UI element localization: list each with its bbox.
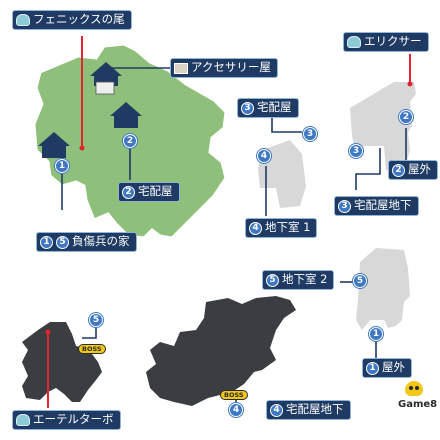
- treasure-dot-elixir: [407, 81, 413, 87]
- marker-5-town: 5: [89, 313, 103, 327]
- label-outside-2: 2 屋外: [388, 160, 438, 180]
- marker-4-shop: 4: [257, 149, 271, 163]
- game8-logo: Game8: [398, 399, 438, 410]
- dungeon-left: [22, 322, 102, 402]
- marker-4-dungeon: 4: [229, 403, 243, 417]
- treasure-dot-phoenix: [79, 145, 85, 151]
- marker-1-town: 1: [55, 159, 69, 173]
- house-delivery-shop: [110, 102, 142, 128]
- house-accessory-shop: [90, 62, 122, 95]
- item-bag-icon: [347, 36, 361, 48]
- boss-marker-left: BOSS: [78, 344, 106, 354]
- boss-marker-middle: BOSS: [220, 390, 248, 400]
- label-elixir: エリクサー: [343, 32, 429, 52]
- label-ether-turbo: エーテルターボ: [12, 410, 121, 430]
- shop-sign-icon: [174, 62, 188, 74]
- label-phoenix-tail: フェニックスの尾: [12, 10, 132, 30]
- marker-1-basement-room: 1: [369, 327, 383, 341]
- marker-3-elixir-room: 3: [349, 144, 363, 158]
- elixir-room: [350, 82, 416, 172]
- item-bag-icon: [16, 414, 30, 426]
- label-basement-2: 5 地下室 2: [262, 270, 335, 290]
- label-delivery-shop-top: 3 宅配屋: [237, 98, 299, 118]
- game8-logo-icon: [405, 381, 423, 396]
- label-delivery-basement-4: 4 宅配屋地下: [266, 400, 351, 420]
- marker-2-elixir-room: 2: [399, 110, 413, 124]
- label-delivery-basement-3: 3 宅配屋地下: [334, 196, 419, 216]
- label-wounded-soldier-house: 1 5 負傷兵の家: [36, 232, 137, 252]
- house-wounded-soldier: [38, 132, 70, 158]
- basement-2-room: [356, 248, 410, 330]
- label-accessory-shop: アクセサリー屋: [170, 58, 278, 78]
- label-outside-1: 1 屋外: [362, 358, 412, 378]
- label-basement-1: 4 地下室 1: [245, 218, 318, 238]
- treasure-dot-ether: [45, 329, 51, 335]
- dungeon-middle: [146, 296, 296, 406]
- marker-2-town: 2: [123, 134, 137, 148]
- marker-3-shop: 3: [303, 127, 317, 141]
- marker-5-basement-room: 5: [353, 274, 367, 288]
- label-delivery-shop-2: 2 宅配屋: [118, 182, 180, 202]
- item-bag-icon: [16, 14, 30, 26]
